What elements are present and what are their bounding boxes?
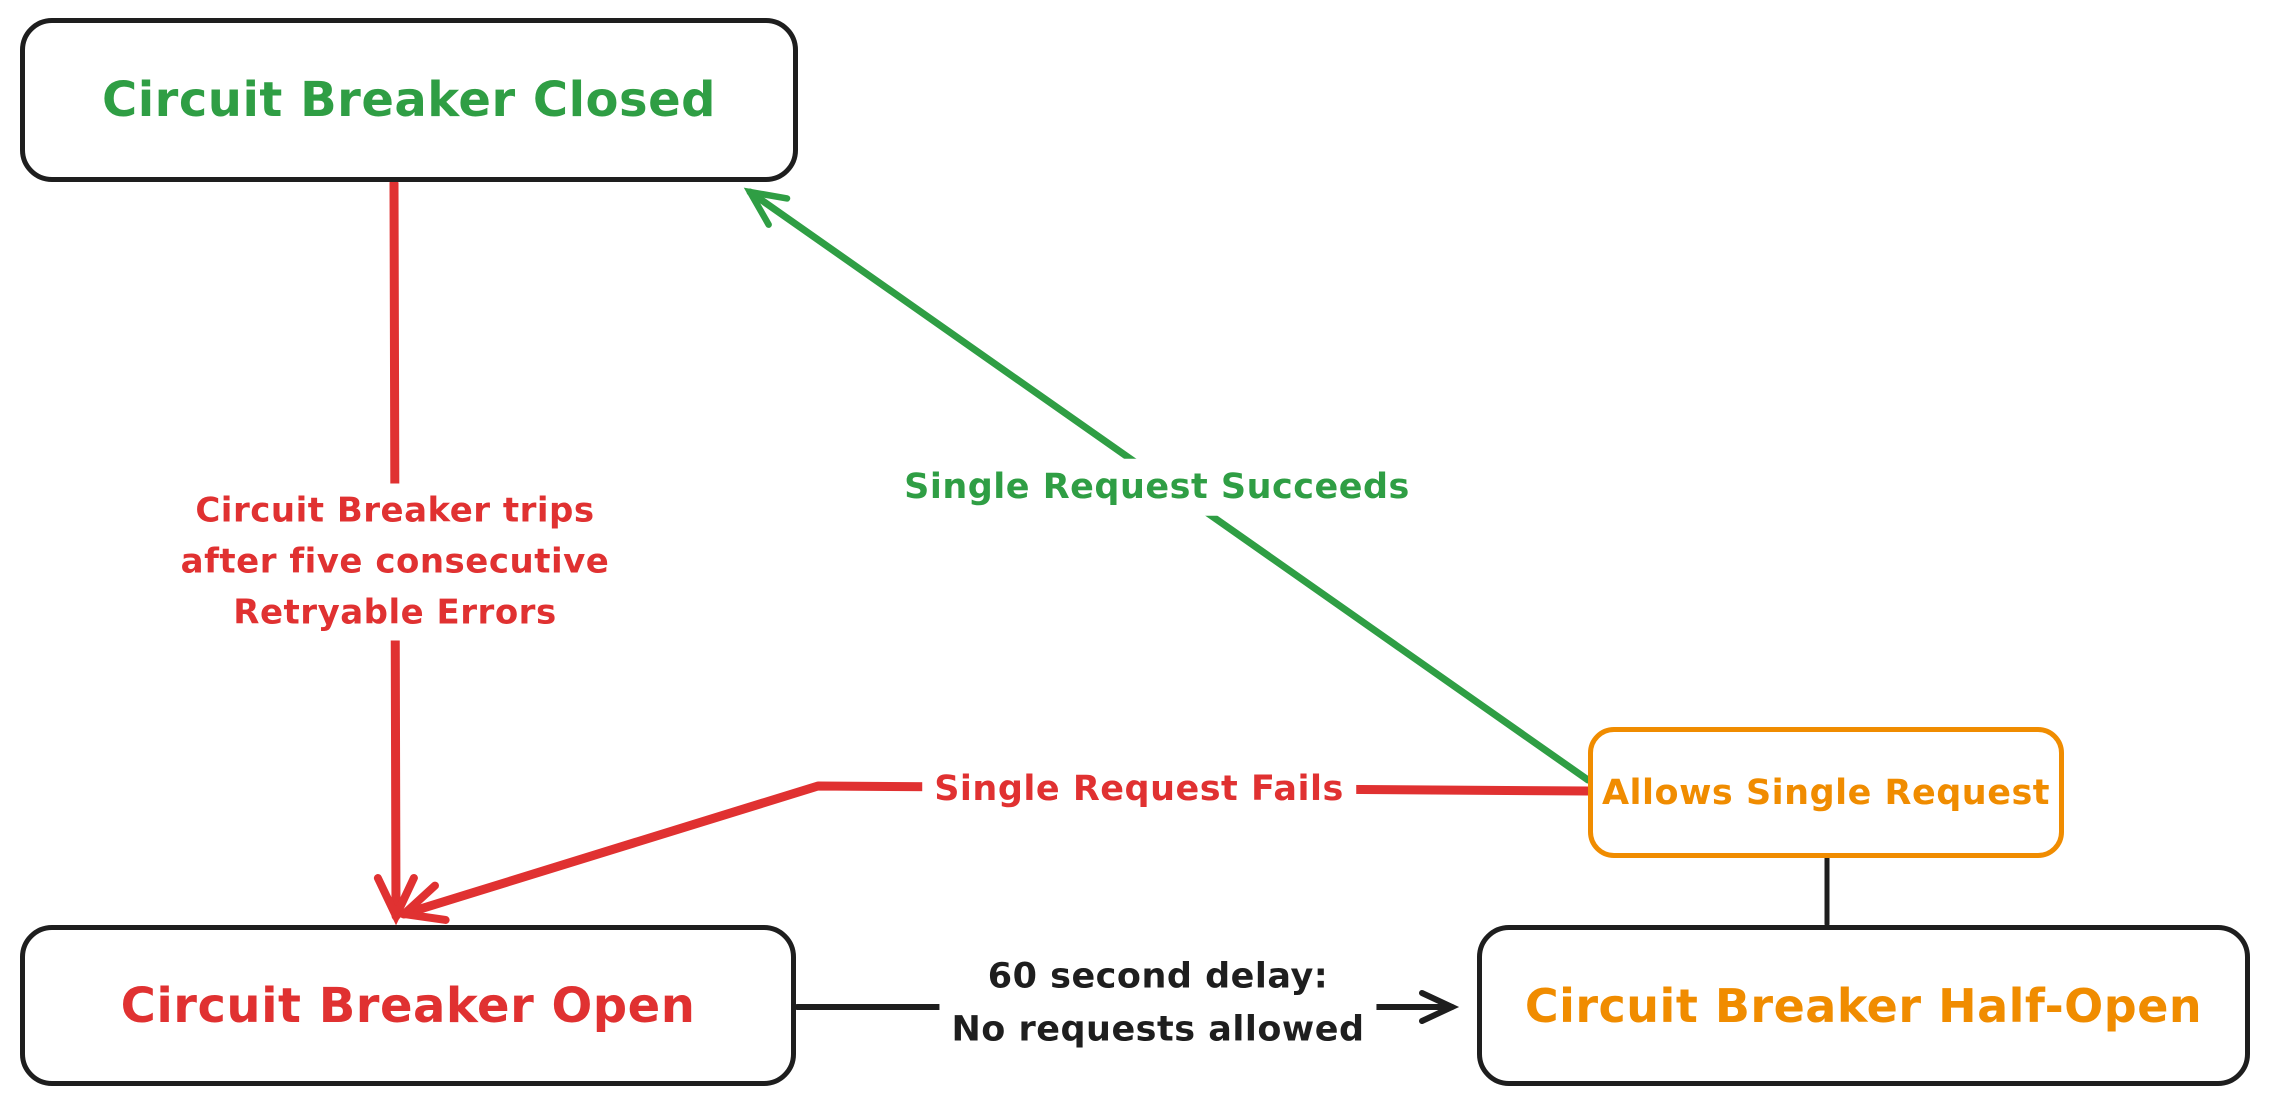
edge-label-delay-line1: 60 second delay: [987,956,1329,997]
edge-label-trips-line1: Circuit Breaker trips [195,490,595,531]
edge-label-trips-line3: Retryable Errors [233,592,557,633]
edge-label-trips-line2: after five consecutive [180,541,610,582]
node-circuit-breaker-open: Circuit Breaker Open [20,925,796,1086]
node-circuit-breaker-closed-label: Circuit Breaker Closed [102,72,716,128]
edge-label-single-request-succeeds-text: Single Request Succeeds [904,466,1410,507]
edge-label-trips: Circuit Breaker trips after five consecu… [168,483,622,641]
edge-label-single-request-succeeds: Single Request Succeeds [892,458,1422,516]
edge-label-single-request-fails-text: Single Request Fails [934,768,1344,809]
node-circuit-breaker-open-label: Circuit Breaker Open [120,977,696,1034]
edge-label-delay: 60 second delay: No requests allowed [939,948,1377,1058]
node-allows-single-request-label: Allows Single Request [1601,772,2051,813]
node-circuit-breaker-half-open: Circuit Breaker Half-Open [1477,925,2250,1086]
edge-label-delay-line2: No requests allowed [951,1009,1365,1049]
node-circuit-breaker-closed: Circuit Breaker Closed [20,18,798,182]
node-circuit-breaker-half-open-label: Circuit Breaker Half-Open [1524,978,2203,1033]
node-allows-single-request: Allows Single Request [1588,727,2064,858]
edge-label-single-request-fails: Single Request Fails [922,760,1356,818]
